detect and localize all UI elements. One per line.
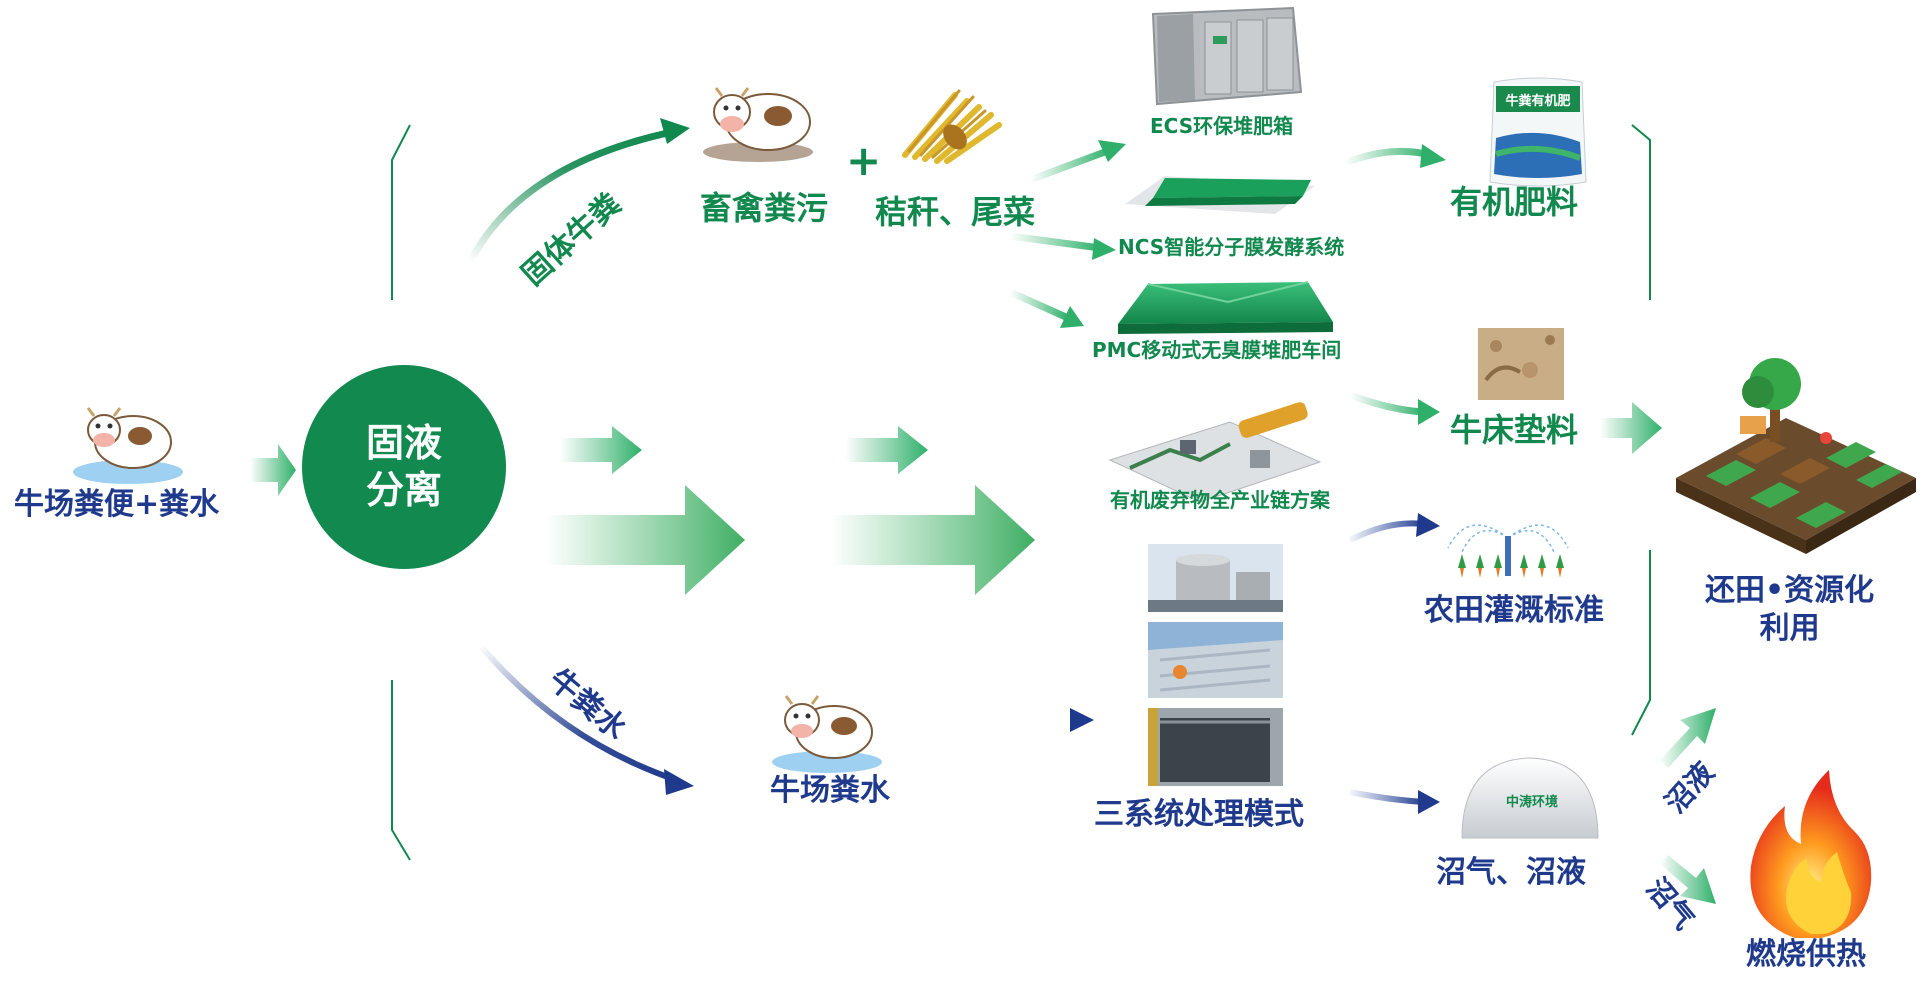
middle-arrows: [545, 426, 1035, 595]
straw-label: 秸秆、尾菜: [875, 193, 1036, 231]
pool-photo: [1148, 622, 1283, 698]
reuse-arrow: [1600, 402, 1662, 454]
cow-manure-icon: [703, 87, 813, 162]
core-line-1: 固液: [365, 420, 442, 465]
core-node: 固液 分离: [302, 365, 506, 569]
biogas-label: 沼气、沼液: [1436, 855, 1586, 890]
heat-label: 燃烧供热: [1746, 937, 1866, 972]
bedding-label: 牛床垫料: [1450, 411, 1579, 449]
fertilizer-bag-image: 牛粪有机肥: [1489, 77, 1587, 187]
reuse-line-2: 利用: [1759, 610, 1820, 646]
cow-liquid-icon: [772, 695, 882, 773]
farm-isometric-image: [1676, 358, 1916, 554]
liquid-arrowhead: [664, 769, 694, 795]
pmc-label: PMC移动式无臭膜堆肥车间: [1092, 338, 1342, 362]
tank-photo: [1148, 544, 1283, 612]
biogas-dome-image: 中涛环境: [1461, 757, 1599, 839]
dome-text: 中涛环境: [1506, 794, 1558, 810]
liquid-input-label: 牛场粪水: [770, 773, 890, 808]
source-arrow: [250, 444, 296, 496]
product-arrows: [948, 144, 1446, 814]
straw-icon: [902, 89, 1002, 164]
left-bracket: [391, 124, 411, 861]
bag-text: 牛粪有机肥: [1505, 93, 1570, 109]
treatment-photos: [1148, 544, 1283, 786]
plus-sign: +: [846, 136, 882, 185]
production-line-image: [1108, 402, 1322, 503]
building-photo: [1148, 708, 1283, 786]
source-label: 牛场粪便+粪水: [14, 487, 220, 522]
fertilizer-label: 有机肥料: [1450, 183, 1579, 221]
irrigation-image: [1447, 524, 1569, 578]
three-system-label: 三系统处理模式: [1094, 797, 1304, 832]
ncs-membrane-image: [1125, 176, 1315, 214]
chain-label: 有机废弃物全产业链方案: [1110, 488, 1330, 512]
liquid-branch-arrow: [477, 643, 677, 783]
pmc-tent-image: [1118, 281, 1333, 334]
irrigation-label: 农田灌溉标准: [1424, 593, 1604, 628]
solid-arrowhead: [660, 118, 690, 144]
bedding-soil-image: [1478, 328, 1564, 400]
reuse-line-1: 还田•资源化: [1705, 573, 1875, 608]
core-line-2: 分离: [365, 468, 442, 512]
right-bracket: [1631, 124, 1651, 736]
biogas-arrows: [1660, 708, 1716, 904]
ncs-label: NCS智能分子膜发酵系统: [1118, 235, 1345, 259]
process-arrows: [1008, 140, 1126, 328]
manure-label: 畜禽粪污: [700, 189, 829, 227]
ecs-container-image: [1151, 6, 1303, 106]
reuse-label: 还田•资源化 利用: [1705, 572, 1874, 647]
solid-branch-arrow: [466, 128, 673, 264]
ecs-label: ECS环保堆肥箱: [1150, 114, 1294, 138]
fire-icon: [1750, 770, 1872, 938]
cow-source-icon: [73, 407, 183, 484]
